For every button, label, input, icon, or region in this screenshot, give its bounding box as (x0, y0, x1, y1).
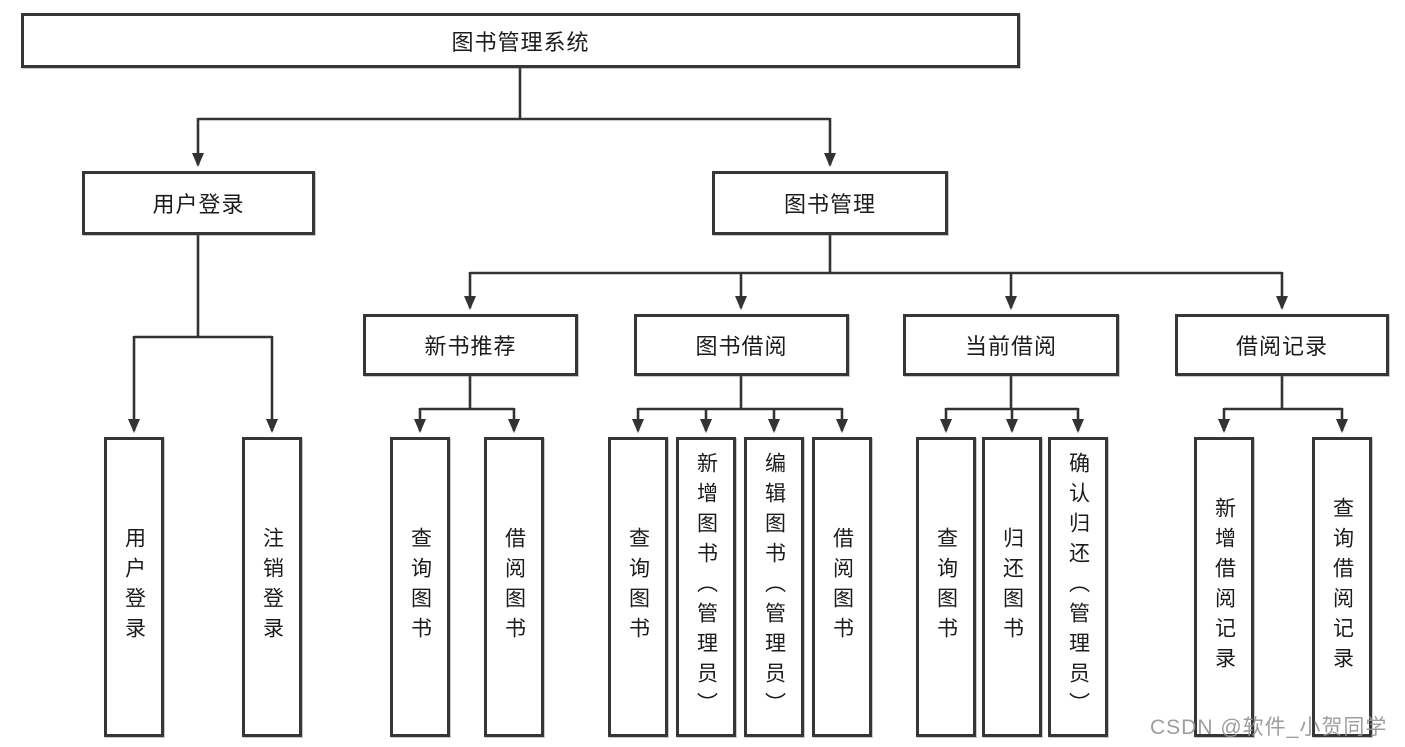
module-book-borrowing: 图书借阅 (634, 314, 849, 376)
connector-trunk-lines (134, 68, 1342, 411)
leaf-br-query-record: 查询借阅记录 (1312, 437, 1372, 737)
leaf-nbr-borrow-books: 借阅图书 (484, 437, 544, 737)
leaf-bb-borrow-books: 借阅图书 (812, 437, 872, 737)
module-current-borrowing-label: 当前借阅 (964, 334, 1057, 359)
csdn-watermark: CSDN @软件_小贺同学 (1150, 716, 1388, 739)
leaf-cb-return-books-label: 归还图书 (1000, 527, 1024, 647)
branch-book-management-label: 图书管理 (783, 192, 876, 217)
leaf-nbr-query-books-label: 查询图书 (408, 527, 432, 647)
leaf-user-login-label: 用户登录 (122, 527, 146, 647)
leaf-bb-borrow-books-label: 借阅图书 (830, 527, 854, 647)
module-current-borrowing: 当前借阅 (903, 314, 1119, 376)
module-borrowing-records: 借阅记录 (1175, 314, 1389, 376)
module-new-book-recommend-label: 新书推荐 (424, 334, 517, 359)
leaf-br-add-record-label: 新增借阅记录 (1212, 497, 1236, 677)
leaf-br-query-record-label: 查询借阅记录 (1330, 497, 1354, 677)
leaf-cb-confirm-return-admin: 确认归还（管理员） (1048, 437, 1108, 737)
leaf-nbr-query-books: 查询图书 (390, 437, 450, 737)
leaf-cb-query-books-label: 查询图书 (934, 527, 958, 647)
leaf-bb-edit-book-admin-label: 编辑图书（管理员） (762, 452, 786, 722)
module-borrowing-records-label: 借阅记录 (1235, 334, 1328, 359)
leaf-cb-confirm-return-admin-label: 确认归还（管理员） (1066, 452, 1090, 722)
leaf-br-add-record: 新增借阅记录 (1194, 437, 1254, 737)
branch-book-management: 图书管理 (712, 171, 948, 235)
root-node-label: 图书管理系统 (451, 29, 590, 55)
root-node: 图书管理系统 (21, 13, 1020, 68)
leaf-nbr-borrow-books-label: 借阅图书 (502, 527, 526, 647)
leaf-cb-query-books: 查询图书 (916, 437, 976, 737)
leaf-cb-return-books: 归还图书 (982, 437, 1042, 737)
leaf-bb-query-books-label: 查询图书 (626, 527, 650, 647)
leaf-bb-query-books: 查询图书 (608, 437, 668, 737)
leaf-bb-add-book-admin-label: 新增图书（管理员） (694, 452, 718, 722)
branch-user-login: 用户登录 (82, 171, 315, 235)
branch-user-login-label: 用户登录 (152, 192, 245, 217)
module-new-book-recommend: 新书推荐 (363, 314, 578, 376)
leaf-logout-login-label: 注销登录 (260, 527, 284, 647)
leaf-bb-add-book-admin: 新增图书（管理员） (676, 437, 736, 737)
leaf-bb-edit-book-admin: 编辑图书（管理员） (744, 437, 804, 737)
module-book-borrowing-label: 图书借阅 (695, 334, 788, 359)
leaf-user-login: 用户登录 (104, 437, 164, 737)
leaf-logout-login: 注销登录 (242, 437, 302, 737)
